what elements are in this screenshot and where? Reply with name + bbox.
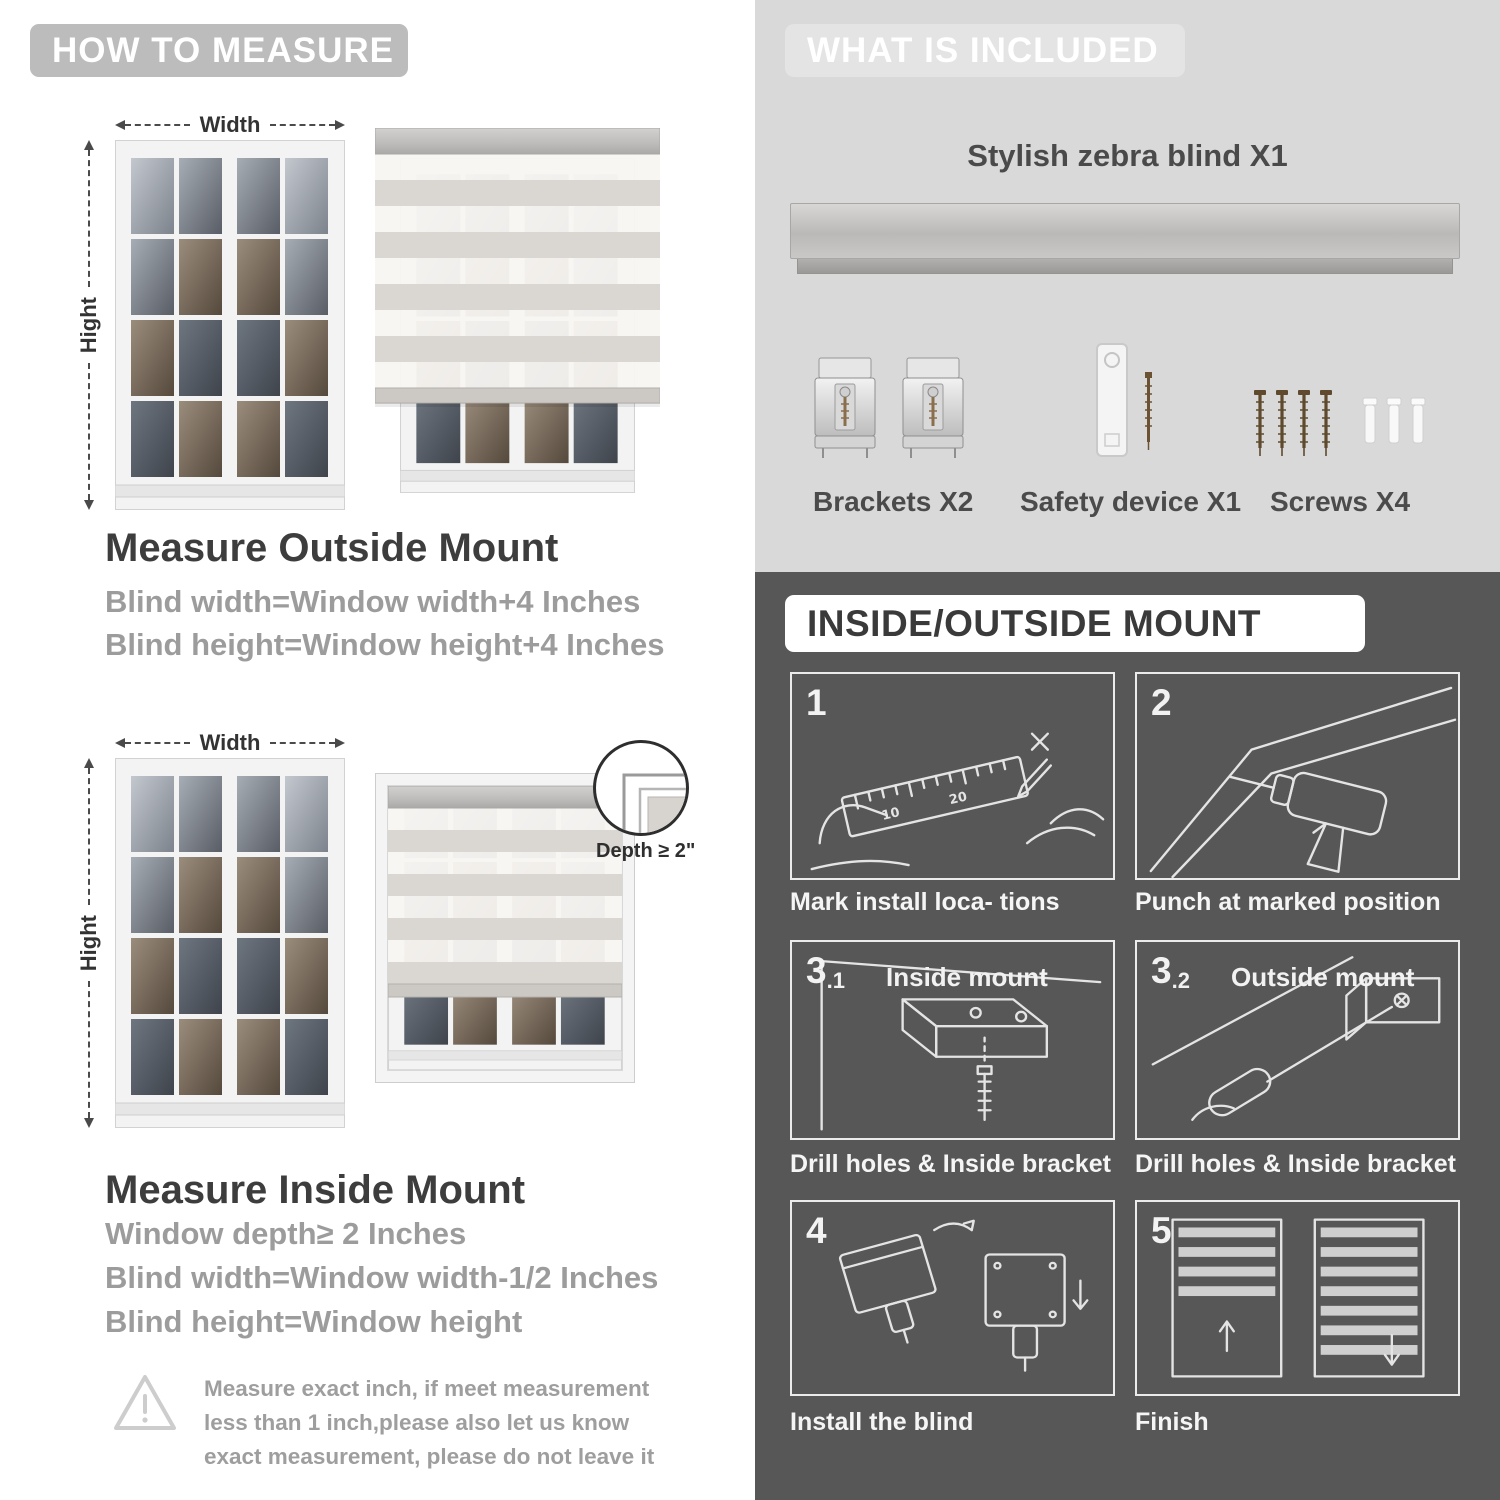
bracket-icon bbox=[814, 357, 964, 458]
width-dimension-arrow: Width bbox=[115, 730, 346, 755]
outside-rule-width: Blind width=Window width+4 Inches bbox=[105, 584, 641, 619]
zebra-blind-headrail bbox=[790, 203, 1460, 274]
inside-mount-diagram: Width Hight bbox=[60, 718, 705, 1163]
finish-illustration bbox=[1171, 1218, 1425, 1378]
svg-text:20: 20 bbox=[948, 789, 969, 808]
zebra-blind-label: Stylish zebra blind X1 bbox=[967, 138, 1288, 173]
what-is-included-section: WHAT IS INCLUDED Stylish zebra blind X1 bbox=[755, 0, 1500, 572]
window-corner-detail bbox=[622, 773, 686, 833]
svg-text:10: 10 bbox=[880, 805, 901, 824]
step-number: 5 bbox=[1151, 1210, 1172, 1251]
install-blind-illustration bbox=[838, 1219, 1089, 1372]
arrowhead-up-icon bbox=[84, 758, 94, 768]
depth-callout-label: Depth ≥ 2" bbox=[596, 840, 696, 862]
height-dimension-arrow: Hight bbox=[76, 140, 101, 511]
mount-guide-header: INSIDE/OUTSIDE MOUNT bbox=[785, 595, 1365, 652]
height-dimension-arrow: Hight bbox=[76, 758, 101, 1129]
outside-rule-height: Blind height=Window height+4 Inches bbox=[105, 627, 665, 662]
safety-device-label: Safety device X1 bbox=[1020, 486, 1242, 517]
arrowhead-right-icon bbox=[335, 738, 346, 748]
measure-note: Measure exact inch, if meet measurement … bbox=[112, 1372, 692, 1473]
step-number: 3.2 bbox=[1151, 950, 1190, 993]
inside-rule-height: Blind height=Window height bbox=[105, 1304, 523, 1339]
arrowhead-left-icon bbox=[115, 738, 125, 748]
warning-triangle-icon bbox=[114, 1375, 176, 1430]
height-label: Hight bbox=[76, 914, 101, 972]
zebra-blind-inside-illustration bbox=[375, 773, 635, 1083]
step-3-1-box: 3.1 Inside mount bbox=[790, 940, 1115, 1140]
arrowhead-down-icon bbox=[84, 1118, 94, 1129]
brackets-label: Brackets X2 bbox=[813, 486, 974, 517]
step-5-box: 5 bbox=[1135, 1200, 1460, 1396]
width-label: Width bbox=[199, 112, 261, 137]
window-photo bbox=[115, 758, 345, 1128]
step-number: 2 bbox=[1151, 682, 1172, 723]
safety-device-icon bbox=[1096, 343, 1152, 457]
outside-bracket-illustration bbox=[1151, 956, 1441, 1121]
width-label: Width bbox=[199, 730, 261, 755]
step-2-caption: Punch at marked position bbox=[1135, 888, 1441, 916]
mount-guide-section: INSIDE/OUTSIDE MOUNT 1 bbox=[755, 572, 1500, 1500]
inside-mount-title: Measure Inside Mount bbox=[105, 1168, 526, 1212]
height-label: Hight bbox=[76, 296, 101, 354]
depth-detail-circle bbox=[593, 740, 689, 836]
headrail-face bbox=[790, 203, 1460, 259]
outside-mount-label: Outside mount bbox=[1231, 962, 1415, 992]
inside-rule-depth: Window depth≥ 2 Inches bbox=[105, 1216, 467, 1251]
step-1-caption: Mark install loca- tions bbox=[790, 888, 1060, 916]
screws-label: Screws X4 bbox=[1269, 486, 1411, 517]
step-3-2-box: 3.2 Outside mount bbox=[1135, 940, 1460, 1140]
arrowhead-right-icon bbox=[335, 120, 346, 130]
width-dimension-arrow: Width bbox=[115, 112, 346, 137]
step-number: 4 bbox=[806, 1210, 827, 1251]
step-5-caption: Finish bbox=[1135, 1408, 1209, 1436]
arrowhead-left-icon bbox=[115, 120, 125, 130]
mark-locations-illustration: 10 20 bbox=[810, 732, 1105, 871]
measure-note-text: Measure exact inch, if meet measurement … bbox=[204, 1376, 655, 1469]
step-4-box: 4 bbox=[790, 1200, 1115, 1396]
inside-bracket-illustration bbox=[820, 959, 1102, 1131]
step-3-1-caption: Drill holes & Inside bracket bbox=[790, 1150, 1111, 1178]
outside-mount-diagram: Width Hight bbox=[60, 100, 705, 520]
step-number: 3.1 bbox=[806, 950, 845, 993]
arrowhead-up-icon bbox=[84, 140, 94, 150]
what-is-included-header: WHAT IS INCLUDED bbox=[785, 24, 1185, 77]
drill-illustration bbox=[1149, 686, 1457, 878]
step-4-caption: Install the blind bbox=[790, 1408, 974, 1436]
screw-icon bbox=[1254, 390, 1426, 456]
window-photo bbox=[115, 140, 345, 510]
outside-mount-title: Measure Outside Mount bbox=[105, 526, 559, 570]
headrail-lip bbox=[797, 259, 1453, 274]
arrowhead-down-icon bbox=[84, 500, 94, 511]
how-to-measure-header: HOW TO MEASURE bbox=[30, 24, 408, 77]
zebra-blind-outside-illustration bbox=[375, 128, 660, 493]
step-2-box: 2 bbox=[1135, 672, 1460, 880]
how-to-measure-section: HOW TO MEASURE Width Hight bbox=[30, 24, 705, 1473]
step-1-box: 1 10 2 bbox=[790, 672, 1115, 880]
inside-rule-width: Blind width=Window width-1/2 Inches bbox=[105, 1260, 659, 1295]
inside-mount-label: Inside mount bbox=[886, 962, 1048, 992]
step-number: 1 bbox=[806, 682, 827, 723]
step-3-2-caption: Drill holes & Inside bracket bbox=[1135, 1150, 1456, 1178]
